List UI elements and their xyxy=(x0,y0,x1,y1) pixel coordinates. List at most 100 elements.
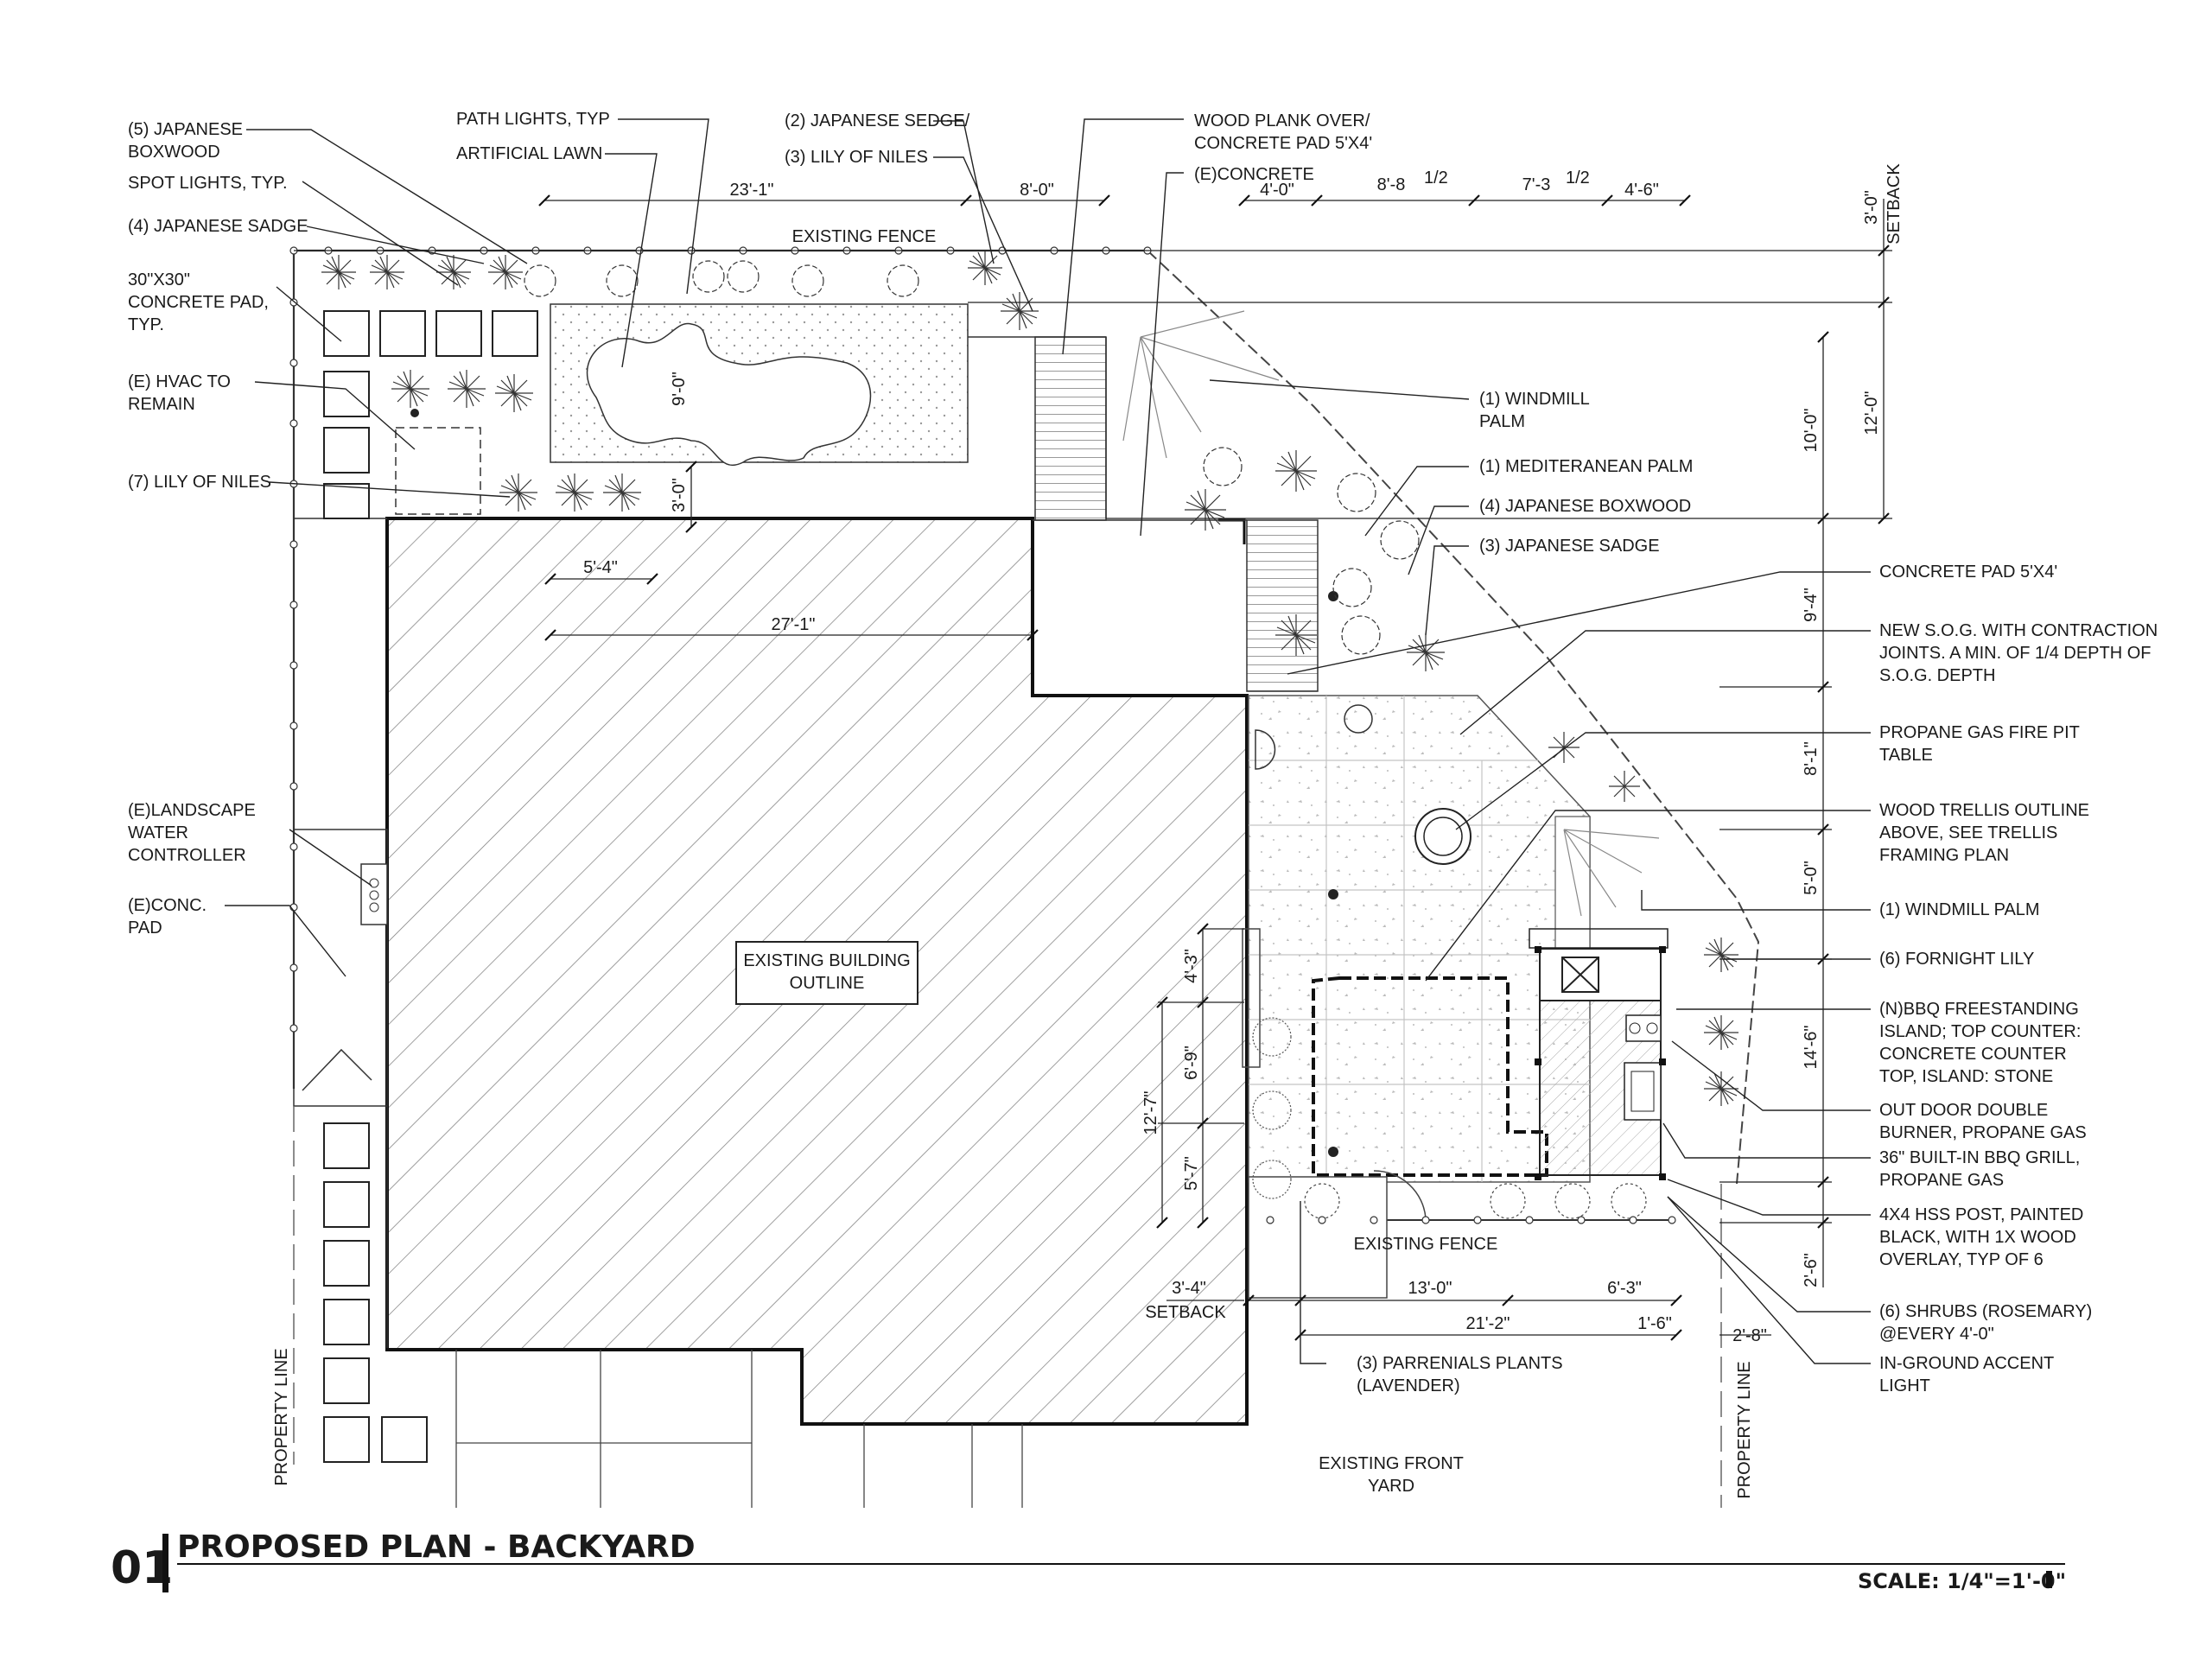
lavender-plant-icon xyxy=(1252,1017,1292,1199)
wood-plank-walk xyxy=(1034,336,1107,521)
dim-right-12-0: 12'-0" xyxy=(1862,391,1881,435)
note-perennials-lavender: (3) PARRENIALS PLANTS(LAVENDER) xyxy=(1357,1354,1563,1395)
note-japanese-sedge: (2) JAPANESE SEDGE/ xyxy=(785,111,970,130)
title-block: 01 PROPOSED PLAN - BACKYARD SCALE: 1/4"=… xyxy=(111,1529,2066,1594)
front-yard-label-line1: EXISTING FRONT xyxy=(1319,1454,1464,1473)
new-sog-patio xyxy=(1248,695,1591,1183)
lily-of-niles-icon xyxy=(391,370,1317,656)
note-bbq-grill: 36" BUILT-IN BBQ GRILL,PROPANE GAS xyxy=(1879,1148,2080,1190)
building-label-line2: OUTLINE xyxy=(790,974,865,993)
japanese-boxwood-icon xyxy=(524,260,1420,655)
dim-setback-3-0: 3'-0" xyxy=(1862,190,1881,225)
dim-top-4-0: 4'-0" xyxy=(1260,181,1294,200)
dim-patio-12-7: 12'-7" xyxy=(1141,1091,1160,1135)
dim-patio-5-7: 5'-7" xyxy=(1182,1156,1201,1191)
dim-bottom-21-2: 21'-2" xyxy=(1466,1314,1510,1333)
dim-patio-6-9: 6'-9" xyxy=(1182,1046,1201,1080)
dim-top-23-1: 23'-1" xyxy=(730,181,774,200)
dim-bottom-3-4: 3'-4" xyxy=(1172,1279,1206,1298)
site-structure xyxy=(292,249,1760,1508)
dim-lawn-3-0: 3'-0" xyxy=(670,478,689,512)
fence-posts xyxy=(289,246,1676,1224)
note-concrete-pad-right: CONCRETE PAD 5'X4' xyxy=(1879,563,2057,582)
dim-right-10-0: 10'-0" xyxy=(1802,409,1821,453)
note-conc-pad: (E)CONC.PAD xyxy=(128,896,207,938)
dim-bottom-13-0: 13'-0" xyxy=(1408,1279,1452,1298)
leader-lines xyxy=(225,118,1871,1364)
rosemary-shrub-icon xyxy=(1304,1183,1647,1219)
dim-right-5-0: 5'-0" xyxy=(1802,861,1821,895)
note-spot-lights: SPOT LIGHTS, TYP. xyxy=(128,174,288,193)
dim-top-8-0: 8'-0" xyxy=(1020,181,1054,200)
fence-label-bottom: EXISTING FENCE xyxy=(1354,1235,1498,1254)
plants xyxy=(321,251,1738,1219)
note-fornight-lily: (6) FORNIGHT LILY xyxy=(1879,950,2034,969)
note-lily-of-niles: (7) LILY OF NILES xyxy=(128,473,271,492)
note-concrete-pad: 30"X30"CONCRETE PAD,TYP. xyxy=(128,270,269,334)
dim-top-8-8: 8'-8 xyxy=(1377,175,1406,194)
note-rosemary-shrubs: (6) SHRUBS (ROSEMARY)@EVERY 4'-0" xyxy=(1879,1302,2092,1344)
dim-lawn-27-1: 27'-1" xyxy=(772,615,816,634)
plan-title: PROPOSED PLAN - BACKYARD xyxy=(177,1529,696,1565)
building-label: EXISTING BUILDING OUTLINE xyxy=(735,941,918,1005)
fence-label-top: EXISTING FENCE xyxy=(792,227,937,246)
note-japanese-sadge: (4) JAPANESE SADGE xyxy=(128,217,308,236)
hss-post-icons xyxy=(1535,946,1666,1180)
front-yard-label-line2: YARD xyxy=(1368,1477,1414,1496)
dim-bottom-1-6: 1'-6" xyxy=(1637,1314,1672,1333)
note-path-lights: PATH LIGHTS, TYP xyxy=(456,110,610,129)
note-windmill-palm-2: (1) WINDMILL PALM xyxy=(1879,900,2040,919)
dim-top-7-3: 7'-3 xyxy=(1522,175,1551,194)
dim-top-7-3-frac: 1/2 xyxy=(1566,168,1590,188)
japanese-sedge-icon xyxy=(321,251,1738,1106)
lawn-island xyxy=(586,322,872,467)
property-line-label-left: PROPERTY LINE xyxy=(272,1348,291,1485)
dim-patio-4-3: 4'-3" xyxy=(1182,949,1201,983)
dim-right-9-4: 9'-4" xyxy=(1802,588,1821,622)
dim-top-8-8-frac: 1/2 xyxy=(1424,168,1448,188)
note-japanese-sadge-right: (3) JAPANESE SADGE xyxy=(1479,537,1660,556)
dim-right-14-6: 14'-6" xyxy=(1802,1026,1821,1070)
dim-lawn-9-0: 9'-0" xyxy=(670,372,689,406)
windmill-palm-icon xyxy=(1122,310,1660,917)
hvac-unit xyxy=(395,427,481,515)
setback-label: SETBACK xyxy=(1145,1303,1226,1322)
concrete-pads xyxy=(323,310,538,1463)
bbq-island xyxy=(1529,928,1669,1176)
note-artificial-lawn: ARTIFICIAL LAWN xyxy=(456,144,602,163)
building-label-line1: EXISTING BUILDING xyxy=(743,951,910,970)
setback-label-top: SETBACK xyxy=(1885,163,1904,245)
note-e-concrete: (E)CONCRETE xyxy=(1194,165,1314,184)
dim-lawn-5-4: 5'-4" xyxy=(583,558,618,577)
note-wood-plank: WOOD PLANK OVER/CONCRETE PAD 5'X4' xyxy=(1194,111,1372,153)
dimension-lines xyxy=(294,199,1892,1336)
wood-plank-pad xyxy=(1246,519,1319,692)
dim-right-2-8: 2'-8" xyxy=(1732,1326,1767,1345)
fire-pit xyxy=(1414,808,1471,865)
note-japanese-boxwood-right: (4) JAPANESE BOXWOOD xyxy=(1479,497,1691,516)
dimension-ticks xyxy=(538,194,1890,1341)
note-lily-of-niles-top: (3) LILY OF NILES xyxy=(785,148,928,167)
property-line-label-right: PROPERTY LINE xyxy=(1735,1361,1754,1498)
dim-right-2-6: 2'-6" xyxy=(1802,1253,1821,1287)
dim-right-8-1: 8'-1" xyxy=(1802,741,1821,776)
scale-label: SCALE: 1/4"=1'-0" xyxy=(1858,1569,2066,1593)
top-notes: PATH LIGHTS, TYP ARTIFICIAL LAWN (2) JAP… xyxy=(456,110,1372,184)
dimension-texts: 23'-1" 8'-0" 4'-0" 8'-8 1/2 7'-3 1/2 4'-… xyxy=(583,168,1881,1345)
dim-top-4-6: 4'-6" xyxy=(1624,181,1659,200)
landscape-water-controller xyxy=(360,863,388,925)
